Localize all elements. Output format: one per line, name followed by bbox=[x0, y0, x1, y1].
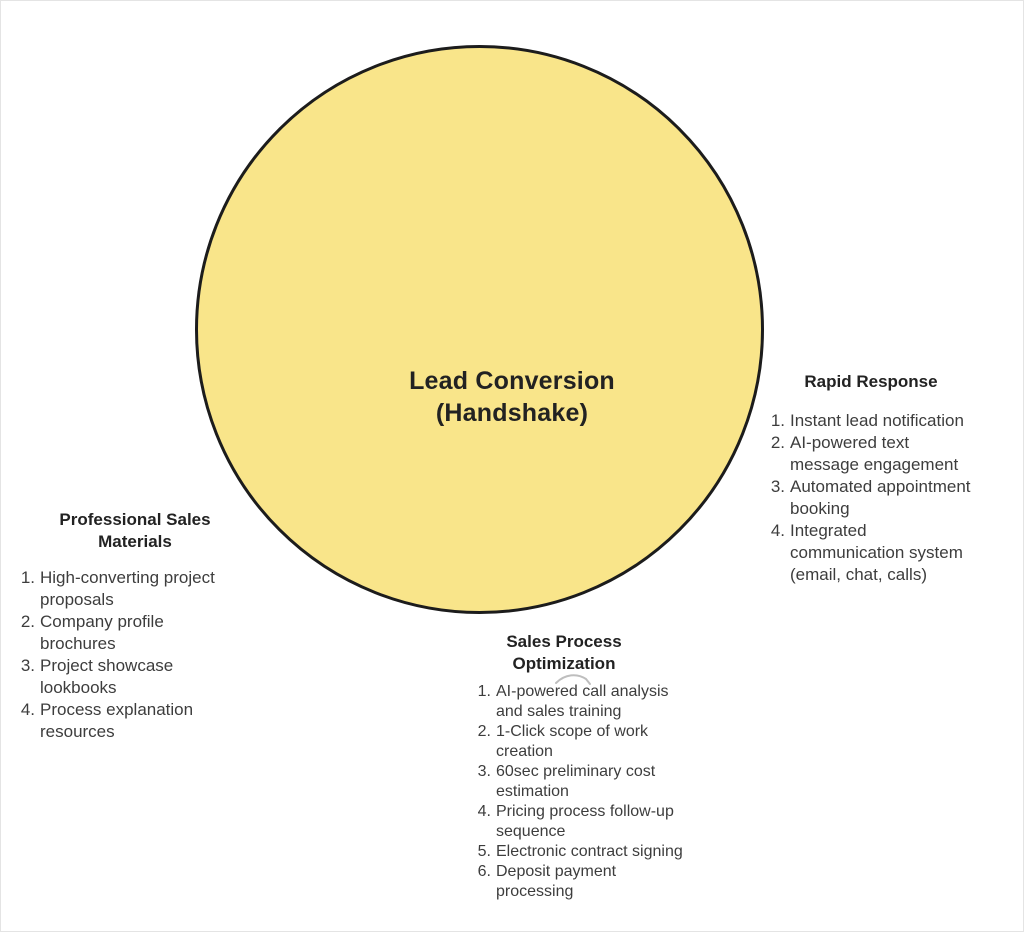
list-item-number: 1. bbox=[477, 683, 491, 700]
section-title-rapid-response: Rapid Response bbox=[804, 372, 938, 391]
list-item-number: 4. bbox=[477, 803, 491, 820]
list-item-number: 2. bbox=[770, 433, 785, 452]
list-item-text: AI-powered call analysis and sales train… bbox=[496, 683, 669, 720]
list-item: 4. Pricing process follow-up sequence bbox=[473, 802, 735, 842]
list-item-number: 3. bbox=[20, 656, 35, 675]
list-item-text: Electronic contract signing bbox=[496, 843, 683, 860]
list-item-number: 3. bbox=[477, 763, 491, 780]
section-title-sales-process-optimization: Sales Process Optimization bbox=[506, 632, 622, 673]
list-item-text: Instant lead notification bbox=[790, 411, 964, 430]
list-item: 1. High-converting project proposals bbox=[17, 567, 267, 611]
list-item-number: 1. bbox=[770, 411, 785, 430]
section-list-sales-process-optimization: 1. AI-powered call analysis and sales tra… bbox=[473, 682, 735, 902]
list-item: 4. Integrated communication system (email… bbox=[767, 520, 1023, 586]
list-item-text: Project showcase lookbooks bbox=[40, 656, 174, 697]
list-item-text: High-converting project proposals bbox=[40, 568, 215, 609]
list-item-number: 6. bbox=[477, 863, 491, 880]
list-item: 2. AI-powered text message engagement bbox=[767, 432, 1023, 476]
list-item-number: 5. bbox=[477, 843, 491, 860]
list-item-number: 1. bbox=[20, 568, 35, 587]
list-item-text: 1-Click scope of work creation bbox=[496, 723, 649, 760]
list-item: 2. Company profile brochures bbox=[17, 611, 267, 655]
list-item-number: 3. bbox=[770, 477, 785, 496]
list-item: 5. Electronic contract signing bbox=[473, 842, 735, 862]
list-item-text: Deposit payment processing bbox=[496, 863, 617, 900]
lead-conversion-circle bbox=[195, 45, 764, 614]
list-item-number: 4. bbox=[20, 700, 35, 719]
list-item-text: Company profile brochures bbox=[40, 612, 164, 653]
circle-label: Lead Conversion (Handshake) bbox=[409, 367, 615, 427]
list-item: 1. Instant lead notification bbox=[767, 410, 1023, 432]
list-item: 3. Automated appointment booking bbox=[767, 476, 1023, 520]
stray-pen-mark bbox=[555, 674, 591, 685]
list-item: 3. Project showcase lookbooks bbox=[17, 655, 267, 699]
list-item-text: Automated appointment booking bbox=[790, 477, 971, 518]
list-item-number: 2. bbox=[20, 612, 35, 631]
list-item: 2. 1-Click scope of work creation bbox=[473, 722, 735, 762]
section-title-professional-sales-materials: Professional Sales Materials bbox=[59, 510, 211, 551]
list-item-number: 2. bbox=[477, 723, 491, 740]
list-item-text: Process explanation resources bbox=[40, 700, 194, 741]
section-list-professional-sales-materials: 1. High-converting project proposals 2. Com… bbox=[17, 567, 267, 743]
list-item-text: Integrated communication system (email, … bbox=[790, 521, 963, 584]
list-item-number: 4. bbox=[770, 521, 785, 540]
section-list-rapid-response: 1. Instant lead notification 2. AI-powered … bbox=[767, 410, 1023, 586]
list-item-text: AI-powered text message engagement bbox=[790, 433, 959, 474]
list-item: 4. Process explanation resources bbox=[17, 699, 267, 743]
list-item: 6. Deposit payment processing bbox=[473, 862, 735, 902]
list-item-text: 60sec preliminary cost estimation bbox=[496, 763, 656, 800]
list-item: 3. 60sec preliminary cost estimation bbox=[473, 762, 735, 802]
list-item-text: Pricing process follow-up sequence bbox=[496, 803, 674, 840]
list-item: 1. AI-powered call analysis and sales tra… bbox=[473, 682, 735, 722]
